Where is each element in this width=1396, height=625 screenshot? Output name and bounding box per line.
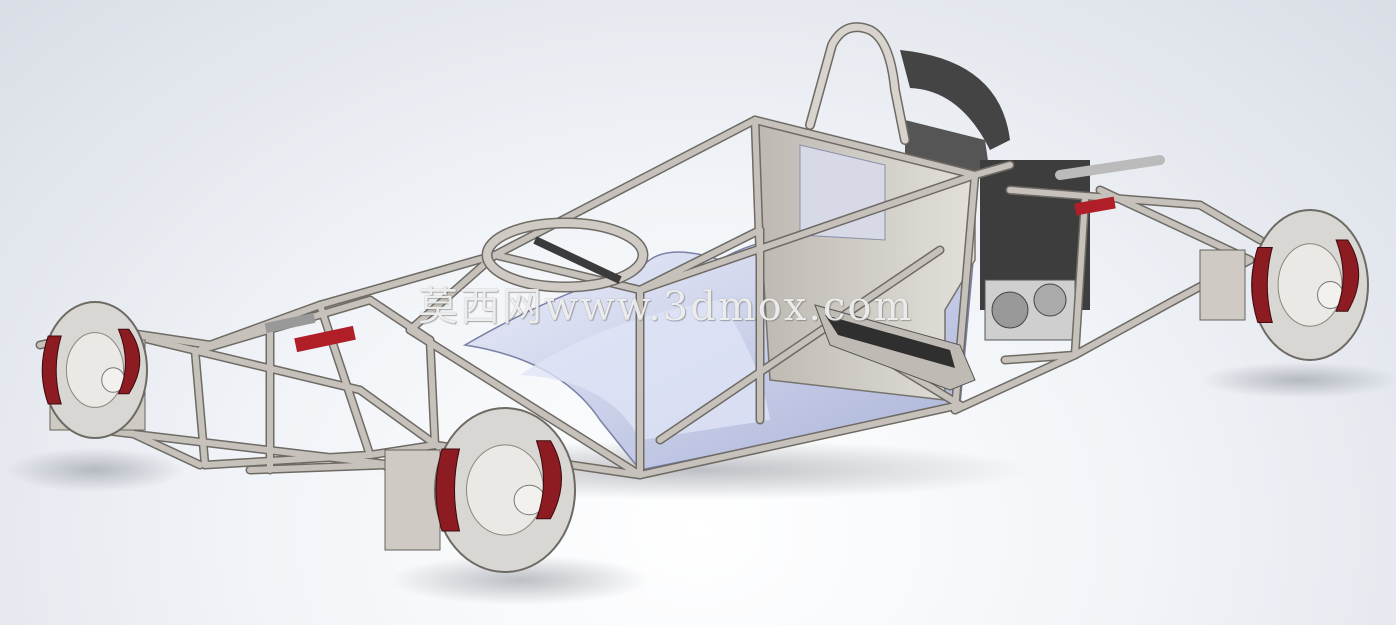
frame-tube (192, 347, 208, 468)
frame-tube (317, 252, 498, 308)
frame-tube (407, 252, 498, 333)
frame-tube (492, 117, 758, 258)
steering-wheel-icon (481, 217, 649, 293)
brake-caliper-icon (41, 335, 62, 405)
frame-tube (427, 337, 438, 448)
wheel-assemblies (41, 209, 1369, 573)
brake-caliper-icon (535, 440, 562, 520)
frame-tube (1007, 187, 1203, 208)
frame-tube (127, 332, 363, 393)
frame-tube (637, 402, 963, 478)
frame-tube (1097, 187, 1253, 263)
frame-tube (1197, 202, 1263, 243)
frame-tube (657, 247, 943, 443)
frame-tube (637, 227, 763, 293)
frame-tube (367, 297, 433, 343)
frame-tube (407, 327, 643, 478)
brake-caliper-icon (1335, 239, 1360, 312)
frame-tube (97, 427, 438, 473)
roll-hoop-icon (805, 22, 910, 145)
frame-tube (637, 172, 978, 293)
frame-tube (247, 462, 388, 473)
engine-icon (980, 155, 1165, 341)
frame-tube (752, 117, 978, 178)
wheel-hub-icon (1199, 209, 1369, 361)
frame-tube (1002, 352, 1078, 363)
brake-caliper-icon (117, 328, 141, 395)
frame-tube (952, 352, 1078, 413)
wheel-hub-icon (384, 407, 576, 573)
frame-tube (357, 387, 453, 458)
frame-tube (1072, 297, 1178, 358)
frame-tube (972, 162, 1013, 178)
coil-spring-icon (264, 196, 1116, 353)
frame-tube (317, 302, 373, 458)
wheel-hub-icon (41, 301, 148, 439)
brake-caliper-icon (435, 448, 461, 532)
frame-tube (1072, 197, 1088, 358)
radiator (814, 304, 976, 391)
brake-caliper-icon (1251, 247, 1273, 323)
